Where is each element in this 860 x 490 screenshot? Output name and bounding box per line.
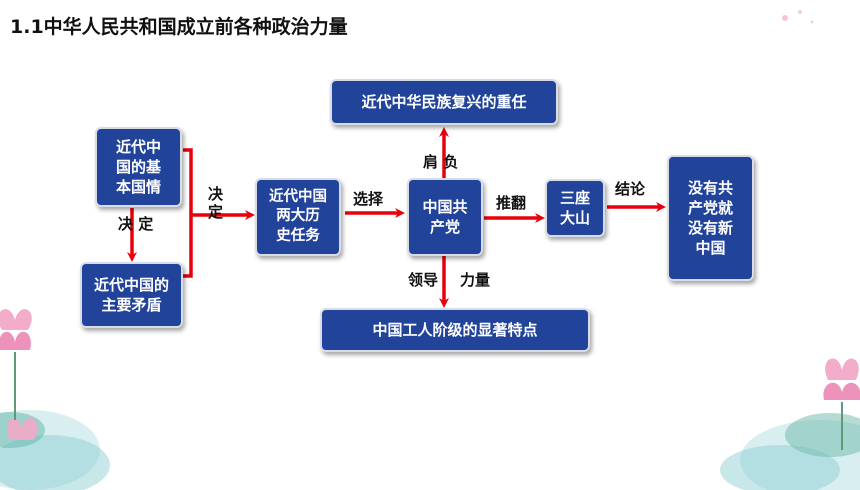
label-lead: 领导 bbox=[408, 271, 439, 289]
box-cpc: 中国共 产党 bbox=[407, 178, 483, 256]
box-main-contradiction: 近代中国的 主要矛盾 bbox=[80, 262, 183, 328]
box-rejuvenation: 近代中华民族复兴的重任 bbox=[330, 79, 558, 125]
label-decide-vertical: 决 定 bbox=[118, 215, 154, 233]
box-no-cpc: 没有共 产党就 没有新 中国 bbox=[667, 155, 754, 281]
lotus-decoration-right bbox=[720, 358, 860, 490]
label-shoulder: 肩 负 bbox=[423, 153, 459, 171]
label-force: 力量 bbox=[460, 271, 491, 289]
label-conclusion: 结论 bbox=[615, 180, 646, 198]
label-decide-side: 决 定 bbox=[208, 185, 224, 221]
bracket-connector bbox=[183, 148, 193, 278]
label-overthrow: 推翻 bbox=[496, 194, 527, 212]
box-three-mountains: 三座 大山 bbox=[545, 179, 605, 237]
lotus-decoration-left bbox=[0, 309, 110, 490]
label-choose: 选择 bbox=[353, 190, 384, 208]
page-title: 1.1中华人民共和国成立前各种政治力量 bbox=[10, 16, 348, 38]
box-basic-conditions: 近代中 国的基 本国情 bbox=[95, 127, 182, 207]
box-two-tasks: 近代中国 两大历 史任务 bbox=[255, 178, 341, 256]
box-working-class: 中国工人阶级的显著特点 bbox=[320, 308, 590, 352]
